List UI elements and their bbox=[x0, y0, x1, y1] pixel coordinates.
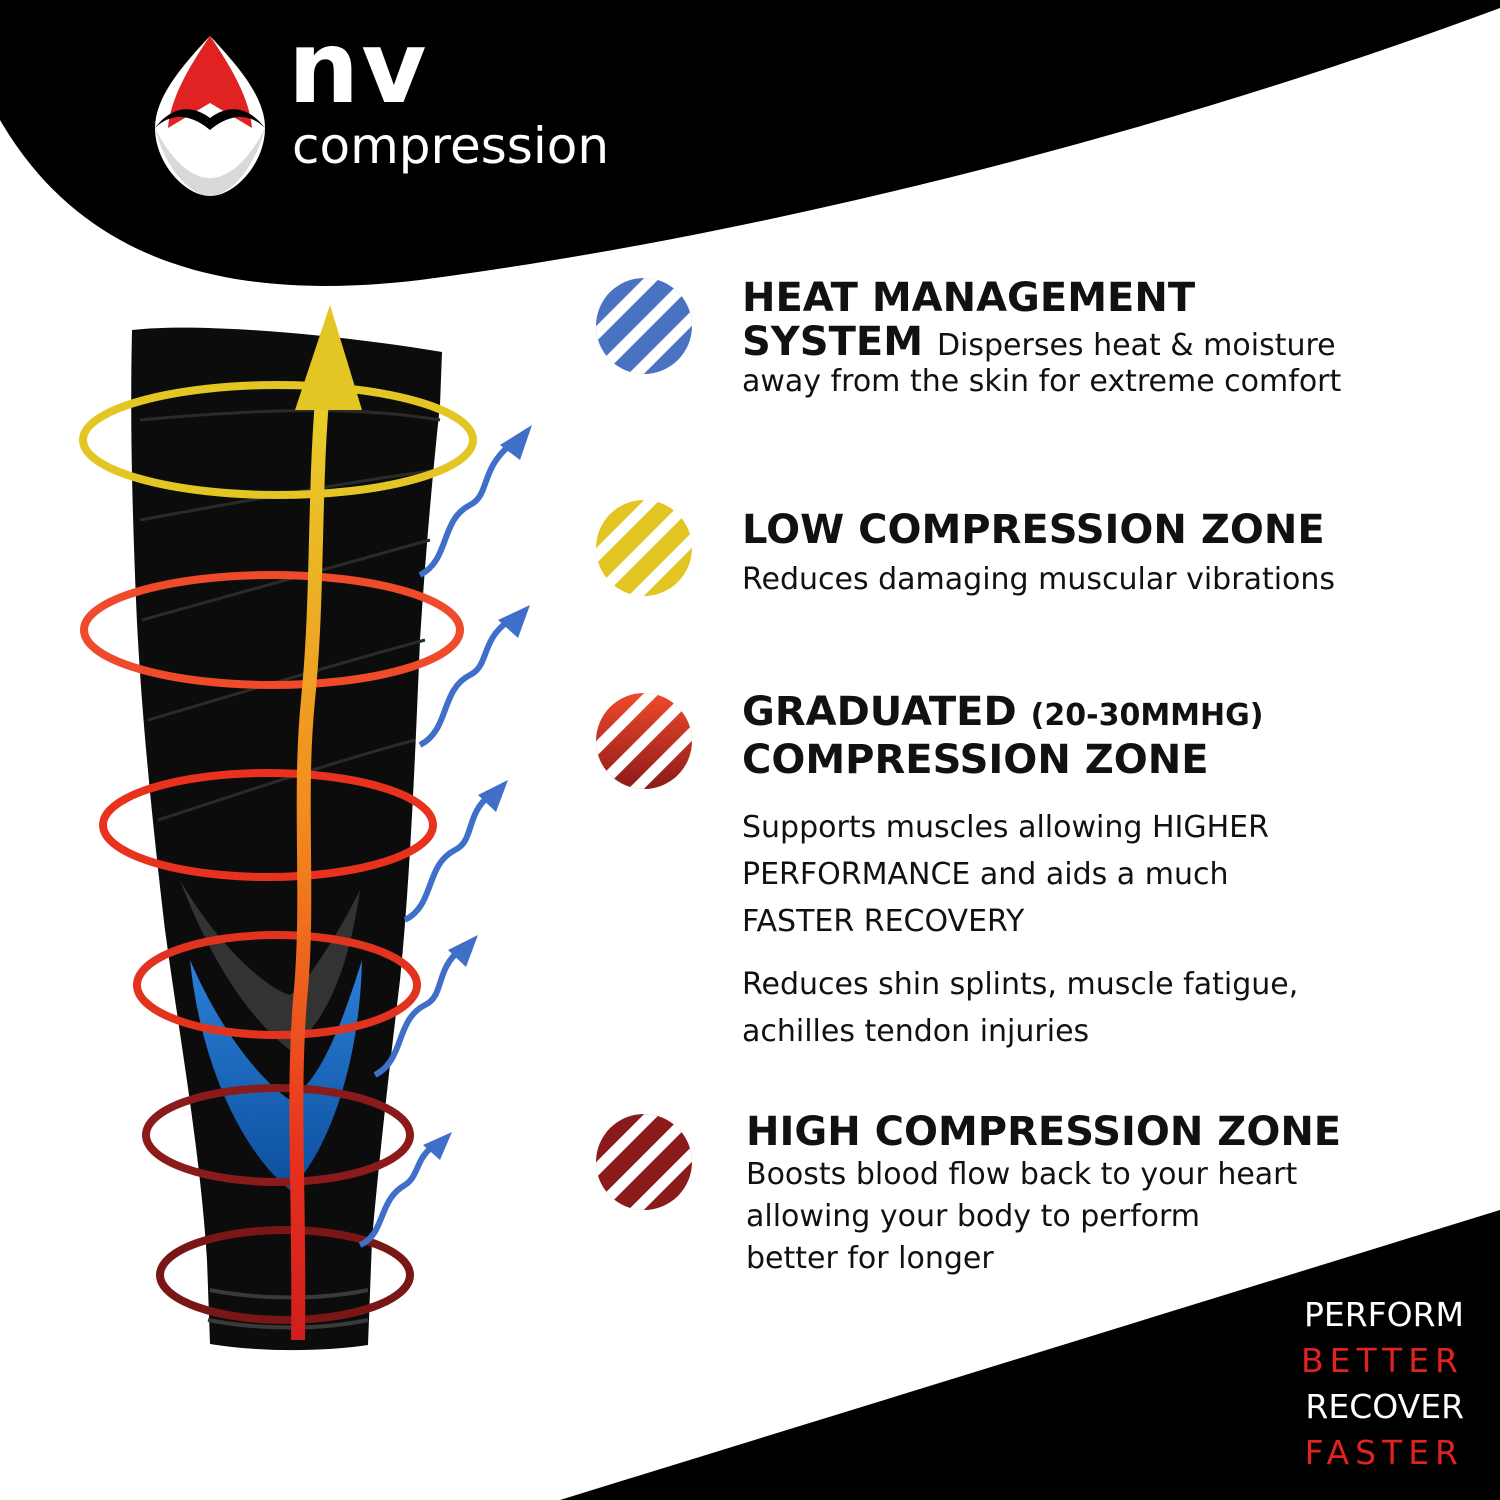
nv-shield-logo-icon bbox=[155, 36, 265, 196]
feature-heat-management: HEAT MANAGEMENT SYSTEM Disperses heat & … bbox=[742, 276, 1462, 402]
feature-description-line: away from the skin for extreme comfort bbox=[742, 364, 1342, 399]
feature-high-compression: HIGH COMPRESSION ZONE Boosts blood flow … bbox=[746, 1110, 1466, 1280]
tagline-better: BETTER bbox=[1300, 1341, 1464, 1380]
brand-subtitle: compression bbox=[292, 117, 610, 175]
feature-benefits: Reduces shin splints, muscle fatigue, ac… bbox=[742, 967, 1299, 1049]
compression-rings bbox=[79, 381, 477, 1324]
dark-red-stripe-circle-icon bbox=[596, 1114, 692, 1210]
feature-title: HEAT MANAGEMENT SYSTEM Disperses heat & … bbox=[742, 275, 1336, 365]
tagline-faster: FASTER bbox=[1304, 1433, 1464, 1472]
feature-low-compression: LOW COMPRESSION ZONE Reduces damaging mu… bbox=[742, 508, 1462, 600]
header-black-band bbox=[0, 0, 1500, 286]
footer-black-band bbox=[560, 1210, 1500, 1500]
feature-title: HIGH COMPRESSION ZONE bbox=[746, 1109, 1342, 1155]
feature-title: LOW COMPRESSION ZONE bbox=[742, 507, 1325, 553]
upward-flow-arrow bbox=[289, 305, 362, 1341]
feature-description: Reduces damaging muscular vibrations bbox=[742, 562, 1336, 597]
heat-dispersion-arrows bbox=[358, 425, 532, 1248]
feature-graduated-compression: GRADUATED (20-30MMHG) COMPRESSION ZONE S… bbox=[742, 690, 1462, 1055]
feature-description: Supports muscles allowing HIGHER PERFORM… bbox=[742, 810, 1269, 939]
feature-description: Boosts blood flow back to your heart all… bbox=[746, 1157, 1298, 1276]
red-stripe-circle-icon bbox=[596, 693, 692, 789]
feature-description: Disperses heat & moisture bbox=[936, 328, 1336, 363]
tagline: PERFORM BETTER RECOVER FASTER bbox=[1301, 1292, 1464, 1476]
yellow-stripe-circle-icon bbox=[596, 500, 692, 596]
brand-name: nv bbox=[288, 9, 429, 126]
feature-title: GRADUATED (20-30MMHG) COMPRESSION ZONE bbox=[742, 689, 1264, 783]
tagline-recover: RECOVER bbox=[1305, 1387, 1464, 1426]
tagline-perform: PERFORM bbox=[1303, 1295, 1464, 1334]
